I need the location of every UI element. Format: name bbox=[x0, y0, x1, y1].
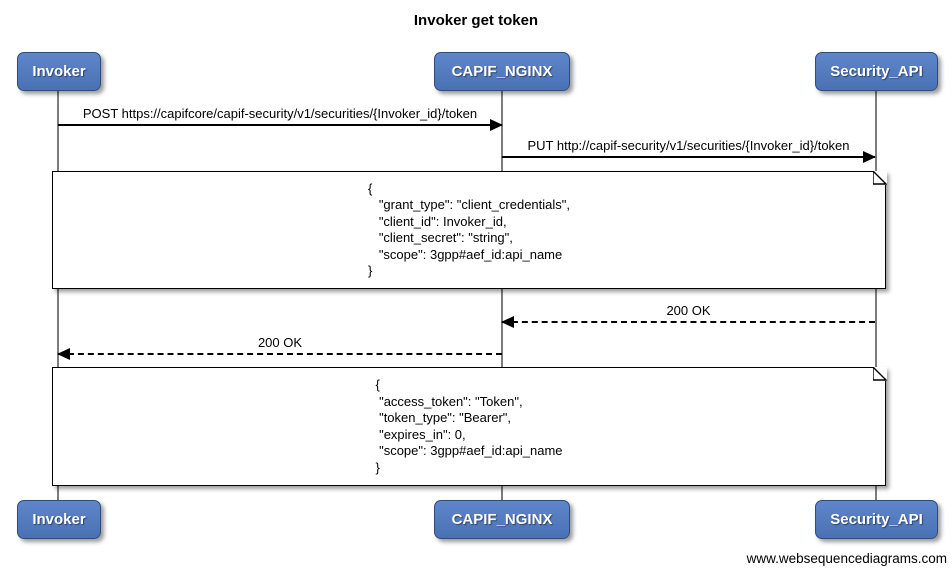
message-label: 200 OK bbox=[666, 303, 711, 318]
actor-box-security-api-bottom: Security_API bbox=[815, 500, 938, 539]
lifeline-security-api bbox=[875, 72, 877, 518]
actor-box-capif-nginx-top: CAPIF_NGINX bbox=[434, 52, 570, 91]
message-post-token: POST https://capifcore/capif-security/v1… bbox=[58, 105, 503, 131]
page-title: Invoker get token bbox=[413, 12, 539, 29]
message-line bbox=[502, 151, 876, 163]
message-line bbox=[57, 348, 502, 360]
actor-box-capif-nginx-bottom: CAPIF_NGINX bbox=[434, 500, 570, 539]
actor-box-invoker-top: Invoker bbox=[17, 52, 101, 91]
message-label: PUT http://capif-security/v1/securities/… bbox=[527, 138, 850, 153]
actor-box-security-api-top: Security_API bbox=[815, 52, 938, 91]
note-fold-icon bbox=[872, 366, 887, 381]
note-text: { "access_token": "Token", "token_type":… bbox=[375, 377, 563, 475]
arrowhead-left-icon bbox=[501, 316, 514, 328]
arrowhead-right-icon bbox=[863, 151, 876, 163]
message-200-ok-security: 200 OK bbox=[501, 302, 875, 328]
arrowhead-left-icon bbox=[57, 348, 70, 360]
message-line bbox=[58, 119, 503, 131]
note-token-response: { "access_token": "Token", "token_type":… bbox=[52, 366, 887, 486]
actor-box-invoker-bottom: Invoker bbox=[17, 500, 101, 539]
message-line bbox=[501, 316, 875, 328]
note-fold-icon bbox=[872, 170, 887, 185]
lifeline-invoker bbox=[57, 72, 59, 518]
message-label: POST https://capifcore/capif-security/v1… bbox=[82, 106, 478, 121]
note-request-body: { "grant_type": "client_credentials", "c… bbox=[52, 170, 887, 289]
note-text: { "grant_type": "client_credentials", "c… bbox=[367, 180, 570, 279]
footer-watermark: www.websequencediagrams.com bbox=[746, 551, 947, 566]
message-label: 200 OK bbox=[257, 335, 303, 350]
arrowhead-right-icon bbox=[490, 119, 503, 131]
lifeline-capif-nginx bbox=[501, 72, 503, 518]
message-put-token: PUT http://capif-security/v1/securities/… bbox=[502, 137, 876, 163]
message-200-ok-capif: 200 OK bbox=[57, 334, 502, 360]
